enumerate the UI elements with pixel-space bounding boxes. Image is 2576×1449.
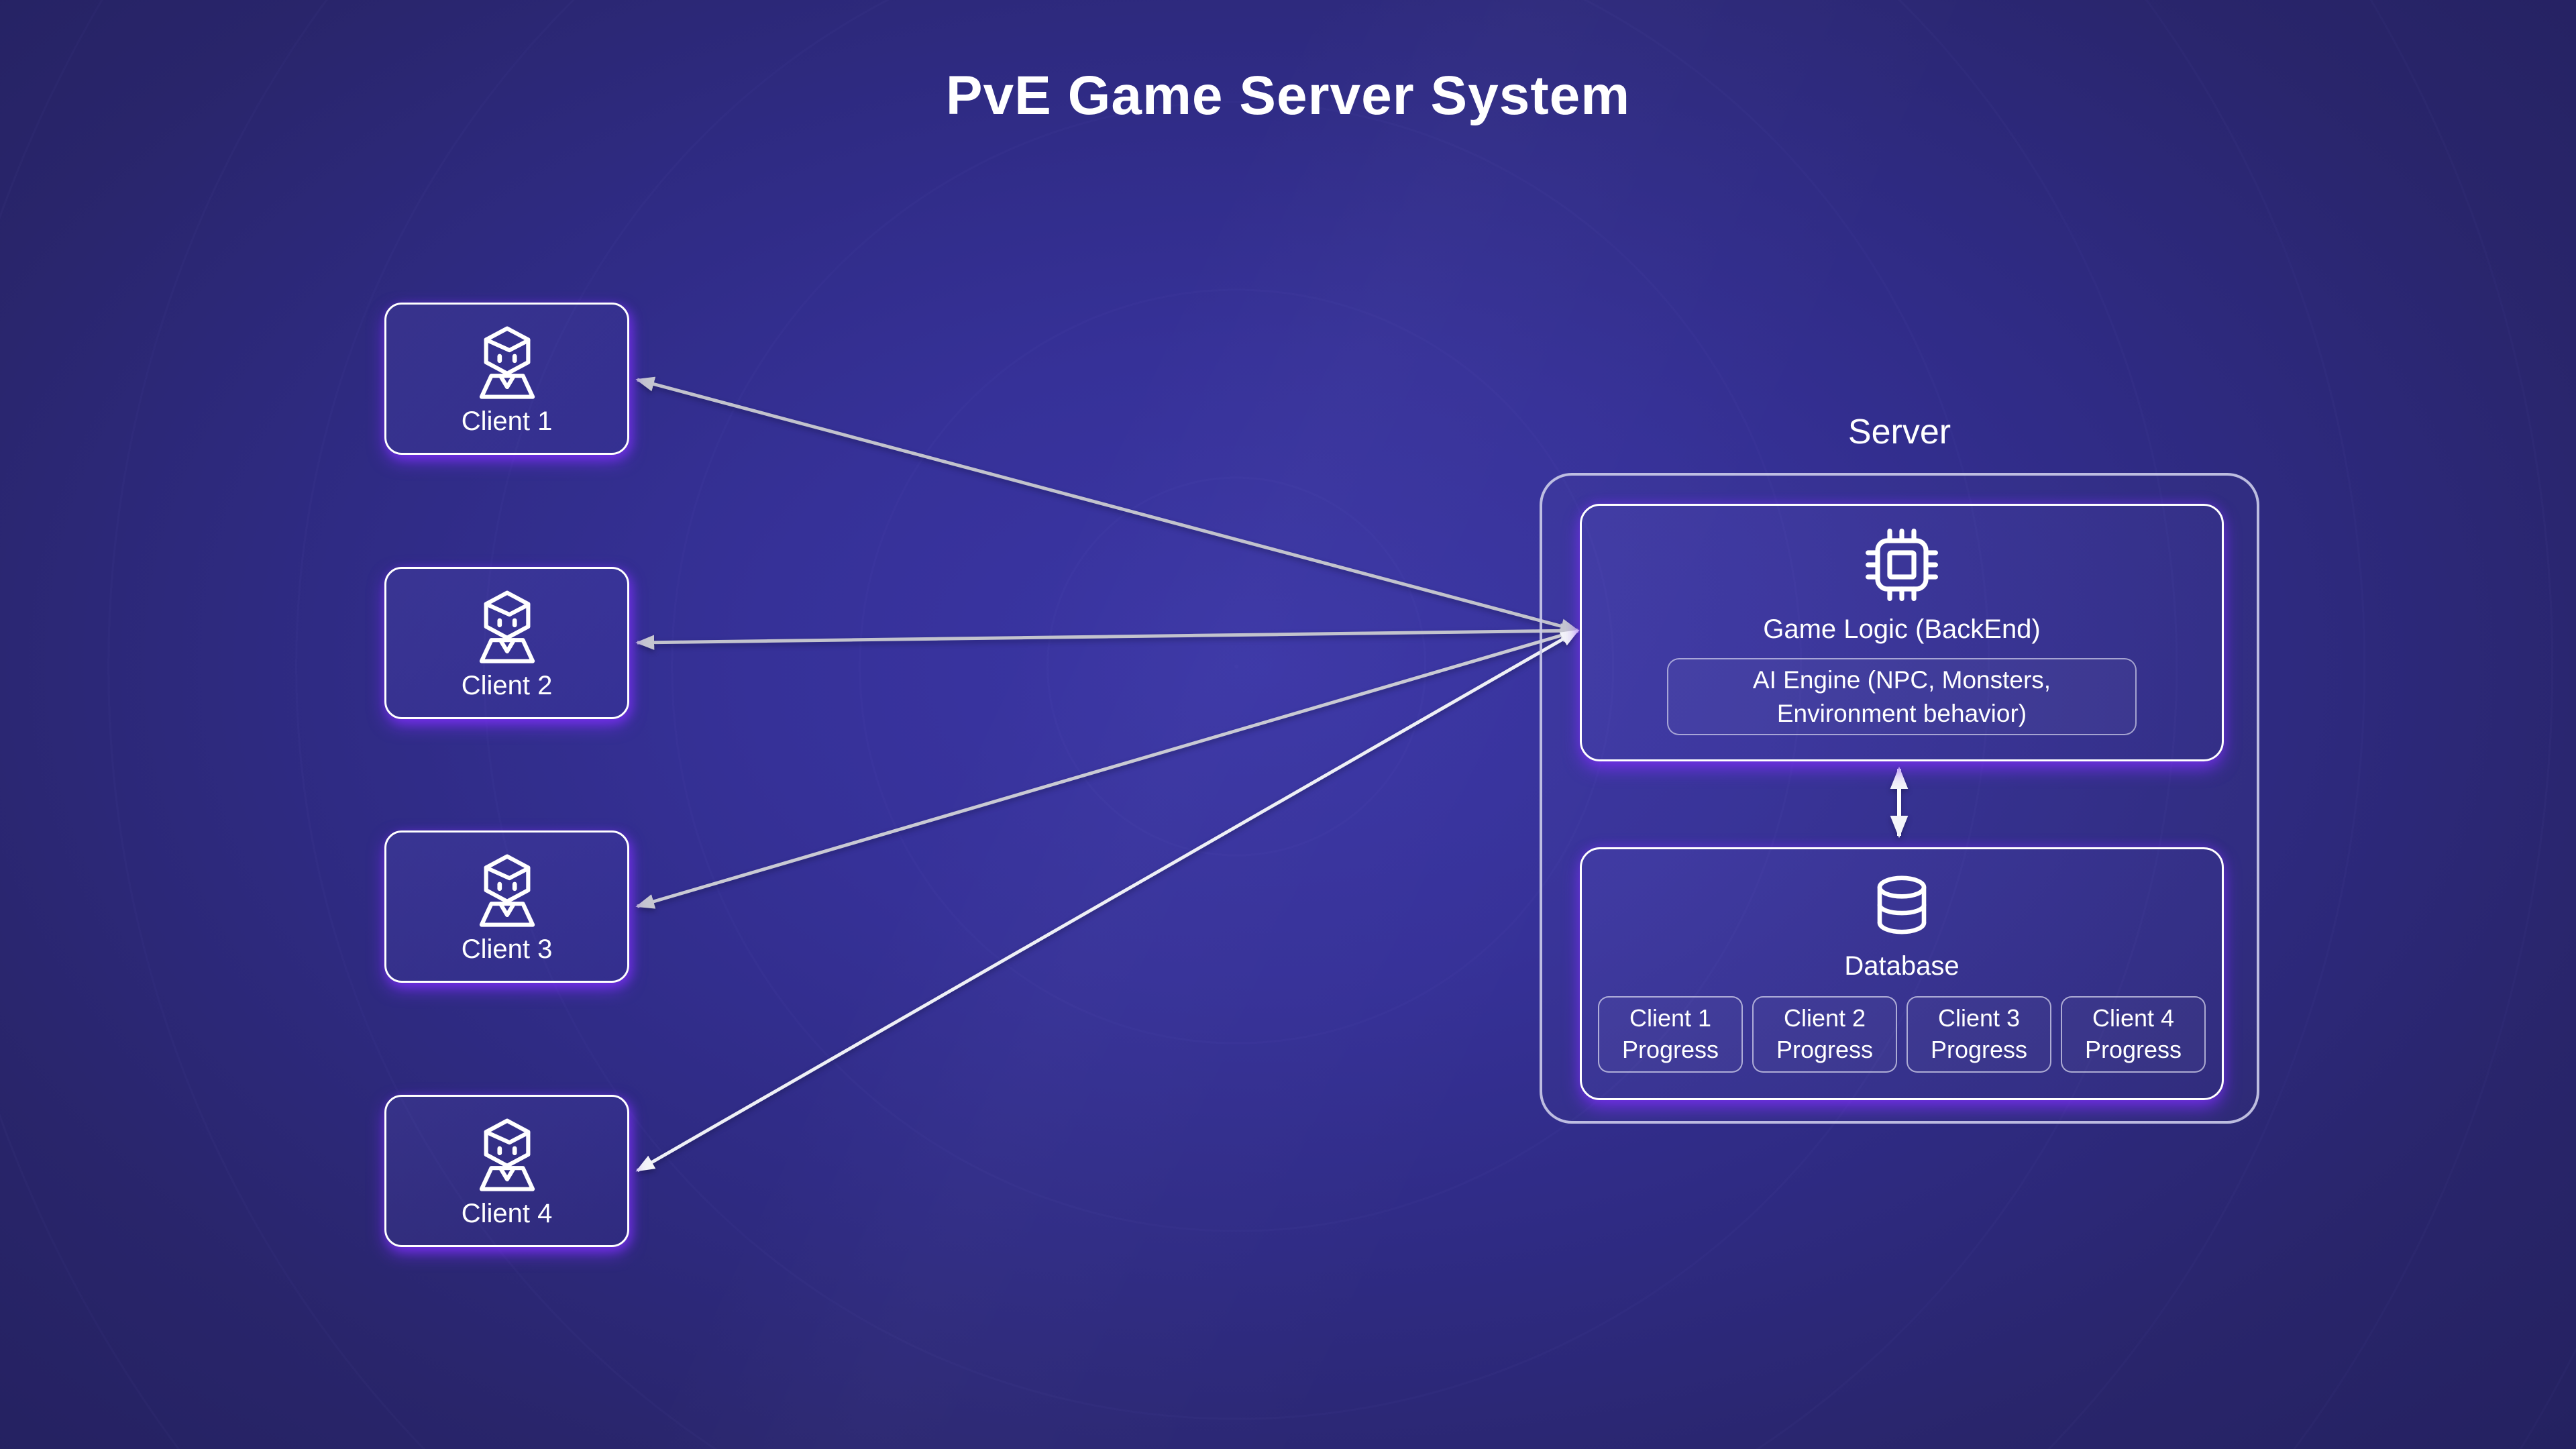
page-title: PvE Game Server System <box>945 65 1631 126</box>
game-logic-label: Game Logic (BackEnd) <box>1763 614 2041 644</box>
client-3-progress-node[interactable]: Client 3 Progress <box>1907 996 2051 1073</box>
server-group-label: Server <box>1847 413 1951 451</box>
server-group-node[interactable]: Game Logic (BackEnd) AI Engine (NPC, Mon… <box>1540 473 2259 1124</box>
person-icon <box>470 853 545 928</box>
connection-client-2-game-logic[interactable] <box>635 623 1580 650</box>
progress-label: Client 2 Progress <box>1776 1004 1874 1063</box>
cpu-chip-icon <box>1862 525 1942 605</box>
progress-row: Client 1 Progress Client 2 Progress Clie… <box>1598 996 2206 1073</box>
connection-client-1-game-logic[interactable] <box>635 376 1580 634</box>
person-icon <box>470 589 545 664</box>
client-2-progress-node[interactable]: Client 2 Progress <box>1752 996 1897 1073</box>
progress-label: Client 1 Progress <box>1621 1004 1719 1063</box>
ai-engine-node[interactable]: AI Engine (NPC, Monsters, Environment be… <box>1667 658 2137 735</box>
ai-engine-label: AI Engine (NPC, Monsters, Environment be… <box>1752 665 2051 727</box>
connection-client-3-game-logic[interactable] <box>635 628 1580 909</box>
client-4-progress-node[interactable]: Client 4 Progress <box>2061 996 2206 1073</box>
client-label: Client 2 <box>461 671 553 700</box>
game-logic-node[interactable]: Game Logic (BackEnd) AI Engine (NPC, Mon… <box>1580 504 2224 761</box>
progress-label: Client 4 Progress <box>2084 1004 2182 1063</box>
client-1-progress-node[interactable]: Client 1 Progress <box>1598 996 1743 1073</box>
client-3-node[interactable]: Client 3 <box>384 830 629 983</box>
client-4-node[interactable]: Client 4 <box>384 1095 629 1247</box>
client-label: Client 3 <box>461 934 553 964</box>
client-1-node[interactable]: Client 1 <box>384 303 629 455</box>
database-cylinder-icon <box>1865 868 1939 942</box>
progress-label: Client 3 Progress <box>1930 1004 2028 1063</box>
client-label: Client 4 <box>461 1199 553 1228</box>
person-icon <box>470 1117 545 1192</box>
client-label: Client 1 <box>461 407 553 436</box>
database-node[interactable]: Database Client 1 Progress Client 2 Prog… <box>1580 847 2224 1100</box>
person-icon <box>470 325 545 400</box>
client-2-node[interactable]: Client 2 <box>384 567 629 719</box>
database-label: Database <box>1844 951 1960 981</box>
connection-client-4-game-logic[interactable] <box>635 629 1580 1173</box>
